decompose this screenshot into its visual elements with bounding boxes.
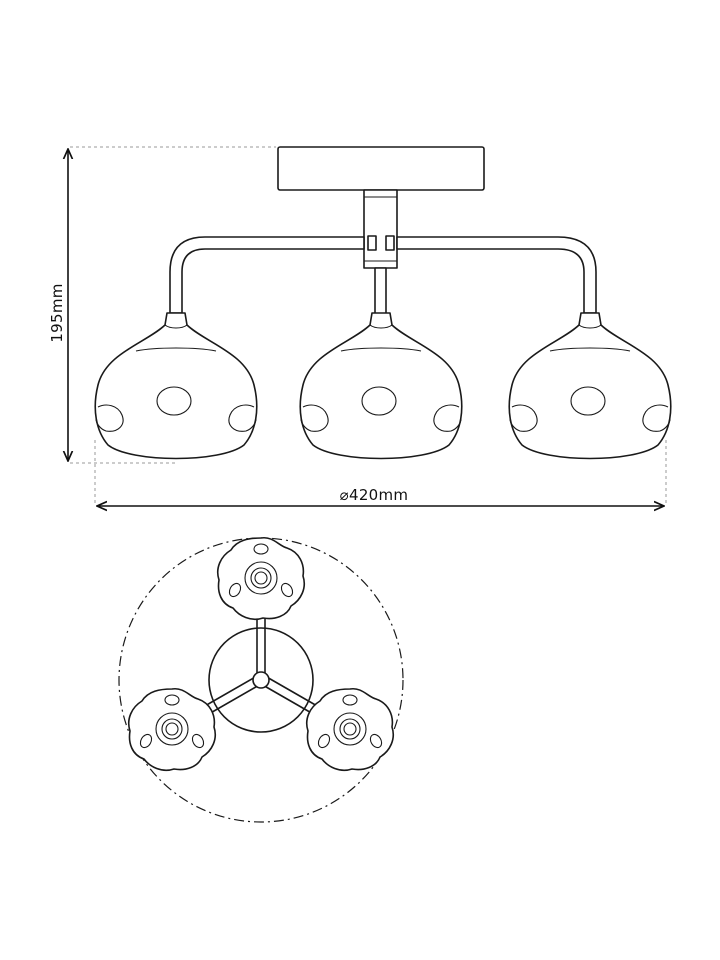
diameter-value: 420mm — [349, 486, 408, 504]
middle-drop-rod — [374, 267, 387, 315]
central-stem — [363, 189, 398, 269]
middle-shade — [299, 312, 463, 460]
center-hub — [252, 671, 270, 689]
side-view — [94, 146, 672, 460]
top-shade-southwest — [127, 687, 217, 772]
diameter-symbol: ⌀ — [340, 486, 349, 504]
left-shade — [94, 312, 258, 460]
ceiling-canopy — [277, 146, 485, 191]
top-view — [118, 536, 404, 823]
diameter-dimension: ⌀420mm — [94, 440, 667, 506]
top-shade-southeast — [305, 687, 395, 772]
top-shade-north — [216, 536, 306, 621]
height-dimension: 195mm — [48, 146, 276, 464]
right-shade — [508, 312, 672, 460]
left-arm — [169, 236, 365, 314]
height-label: 195mm — [48, 283, 66, 342]
diameter-label: ⌀420mm — [340, 486, 409, 504]
right-arm — [396, 236, 597, 314]
